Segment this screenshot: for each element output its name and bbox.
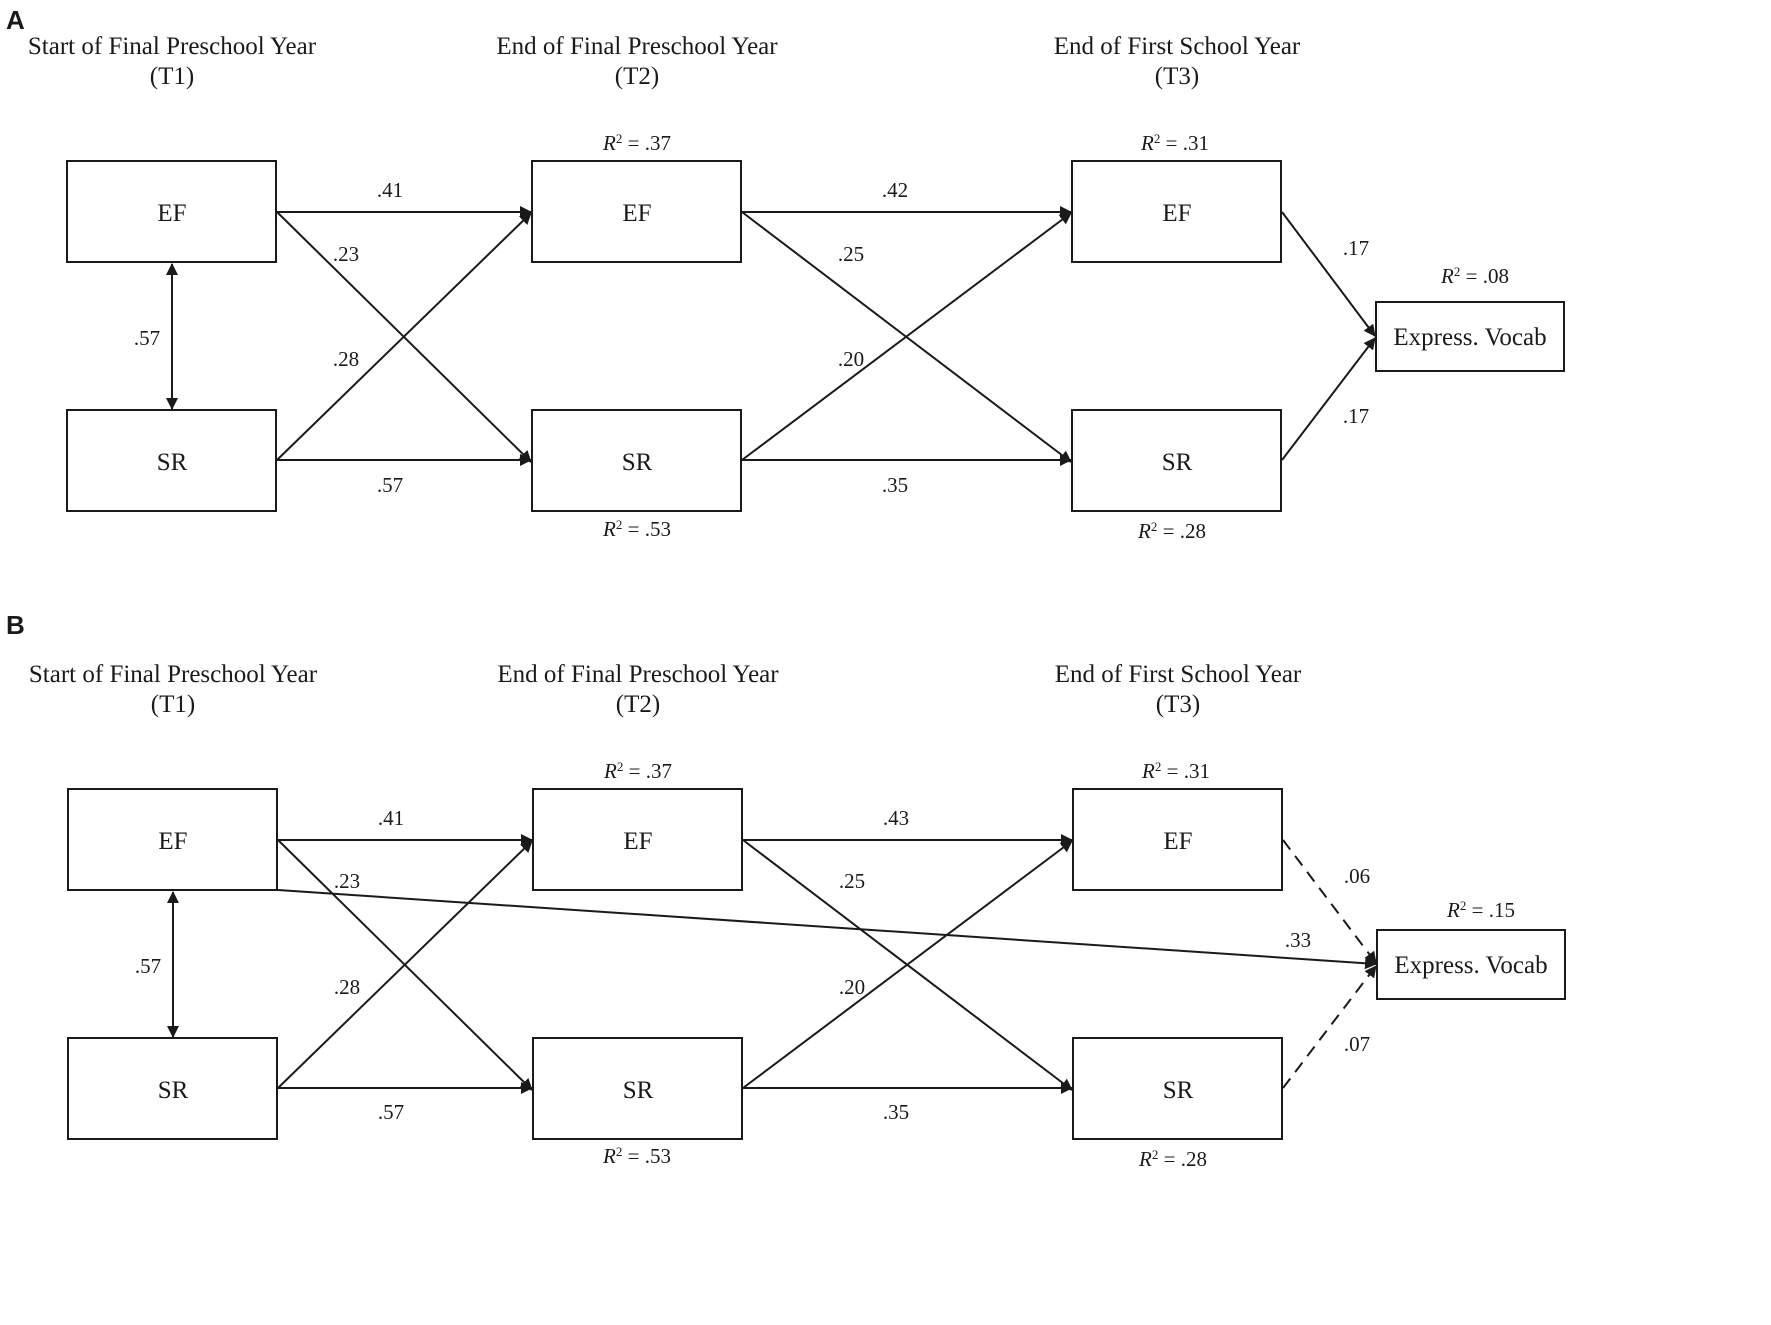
panel-a-t2-code: (T2) <box>615 63 659 90</box>
panel-a-letter: A <box>6 5 25 35</box>
panel-a-node-ef-t2-label: EF <box>622 200 651 227</box>
panel-a-path-sr3-vocab <box>1281 337 1376 461</box>
panel-b-letter: B <box>6 610 25 640</box>
panel-a-path-ef3-vocab <box>1281 211 1376 337</box>
panel-b-coef-ef2-ef3: .43 <box>883 806 909 830</box>
panel-b-node-vocab <box>1376 929 1566 1000</box>
panel-a-path-sr1-ef2 <box>276 212 532 461</box>
panel-a-coef-ef2-ef3: .42 <box>882 178 908 202</box>
panel-a-r2-sr-t3: R2 = .28 <box>1137 519 1206 544</box>
panel-b-path-ef3-vocab <box>1282 839 1377 964</box>
panel-b-node-sr-t1 <box>67 1037 278 1140</box>
panel-b: B Start of Final Preschool Year (T1) End… <box>6 610 1566 1172</box>
panel-a-coef-sr3-vocab: .17 <box>1343 404 1369 428</box>
panel-a-t3-title: End of First School Year <box>1054 33 1301 60</box>
panel-a-coef-sr1-ef2: .28 <box>333 347 359 371</box>
panel-a-r2-ef-t3: R2 = .31 <box>1140 131 1209 156</box>
panel-a-coef-ef2-sr3: .25 <box>838 242 864 266</box>
panel-b-coef-sr2-ef3: .20 <box>839 975 865 999</box>
panel-b-t2-title: End of Final Preschool Year <box>497 661 779 688</box>
panel-b-node-sr-t2 <box>532 1037 743 1140</box>
panel-a-coef-sr2-sr3: .35 <box>882 473 908 497</box>
panel-b-t3-code: (T3) <box>1156 691 1200 718</box>
panel-a-node-sr-t3 <box>1071 409 1282 512</box>
panel-b-coef-ef1-ef2: .41 <box>378 806 404 830</box>
panel-a-node-sr-t1-label: SR <box>157 449 188 476</box>
panel-b-node-ef-t2 <box>532 788 743 891</box>
panel-a-node-sr-t2-label: SR <box>622 449 653 476</box>
panel-b-node-sr-t3-label: SR <box>1163 1077 1194 1104</box>
panel-b-node-sr-t2-label: SR <box>623 1077 654 1104</box>
panel-a-coef-ef1-ef2: .41 <box>377 178 403 202</box>
panel-b-path-sr1-ef2 <box>277 840 533 1089</box>
panel-b-path-ef1-vocab <box>277 889 1377 970</box>
panel-b-coef-sr3-vocab: .07 <box>1344 1032 1370 1056</box>
panel-a-coef-ef1-sr2: .23 <box>333 242 359 266</box>
panel-b-node-vocab-label: Express. Vocab <box>1394 952 1547 979</box>
panel-a-coef-sr2-ef3: .20 <box>838 347 864 371</box>
panel-b-coef-sr1-ef2: .28 <box>334 975 360 999</box>
panel-b-coef-sr2-sr3: .35 <box>883 1100 909 1124</box>
panel-b-node-ef-t1 <box>67 788 278 891</box>
panel-a-coef-sr1-sr2: .57 <box>377 473 403 497</box>
panel-b-r2-sr-t3: R2 = .28 <box>1138 1147 1207 1172</box>
panel-b-r2-vocab: R2 = .15 <box>1446 898 1515 923</box>
panel-a-node-sr-t1 <box>66 409 277 512</box>
panel-b-coef-ef3-vocab: .06 <box>1344 864 1370 888</box>
panel-a-r2-ef-t2: R2 = .37 <box>602 131 671 156</box>
panel-a-t1-title: Start of Final Preschool Year <box>28 33 317 60</box>
panel-b-coef-ef1-vocab: .33 <box>1285 928 1311 952</box>
panel-b-coef-sr1-sr2: .57 <box>378 1100 404 1124</box>
panel-b-coef-ef2-sr3: .25 <box>839 869 865 893</box>
panel-a-node-ef-t1-label: EF <box>157 200 186 227</box>
panel-b-coef-ef1-sr2: .23 <box>334 869 360 893</box>
panel-b-node-sr-t3 <box>1072 1037 1283 1140</box>
panel-b-node-sr-t1-label: SR <box>158 1077 189 1104</box>
panel-a-coef-ef3-vocab: .17 <box>1343 236 1369 260</box>
panel-b-t1-title: Start of Final Preschool Year <box>29 661 318 688</box>
panel-a-node-sr-t3-label: SR <box>1162 449 1193 476</box>
panel-b-path-sr2-ef3 <box>742 840 1073 1089</box>
panel-a-node-vocab-label: Express. Vocab <box>1393 324 1546 351</box>
panel-a-r2-vocab: R2 = .08 <box>1440 264 1509 289</box>
panel-b-r2-ef-t3: R2 = .31 <box>1141 759 1210 784</box>
panel-a-node-vocab <box>1375 301 1565 372</box>
panel-b-node-ef-t2-label: EF <box>623 828 652 855</box>
panel-b-path-sr3-vocab <box>1282 965 1377 1089</box>
panel-b-t2-code: (T2) <box>616 691 660 718</box>
panel-a-coef-ef1-sr1: .57 <box>134 326 160 350</box>
panel-b-node-ef-t3 <box>1072 788 1283 891</box>
panel-b-coef-ef1-sr1: .57 <box>135 954 161 978</box>
panel-b-node-ef-t1-label: EF <box>158 828 187 855</box>
panel-a: A Start of Final Preschool Year (T1) End… <box>6 5 1565 544</box>
panel-a-node-ef-t3 <box>1071 160 1282 263</box>
panel-a-node-ef-t1 <box>66 160 277 263</box>
panel-b-node-ef-t3-label: EF <box>1163 828 1192 855</box>
panel-a-node-ef-t3-label: EF <box>1162 200 1191 227</box>
panel-a-node-sr-t2 <box>531 409 742 512</box>
panel-b-t1-code: (T1) <box>151 691 195 718</box>
panel-a-r2-sr-t2: R2 = .53 <box>602 517 671 542</box>
panel-a-t1-code: (T1) <box>150 63 194 90</box>
panel-b-t3-title: End of First School Year <box>1055 661 1302 688</box>
panel-a-node-ef-t2 <box>531 160 742 263</box>
panel-a-t2-title: End of Final Preschool Year <box>496 33 778 60</box>
panel-a-path-sr2-ef3 <box>741 212 1072 461</box>
panel-b-r2-sr-t2: R2 = .53 <box>602 1144 671 1169</box>
panel-b-r2-ef-t2: R2 = .37 <box>603 759 672 784</box>
panel-a-t3-code: (T3) <box>1155 63 1199 90</box>
